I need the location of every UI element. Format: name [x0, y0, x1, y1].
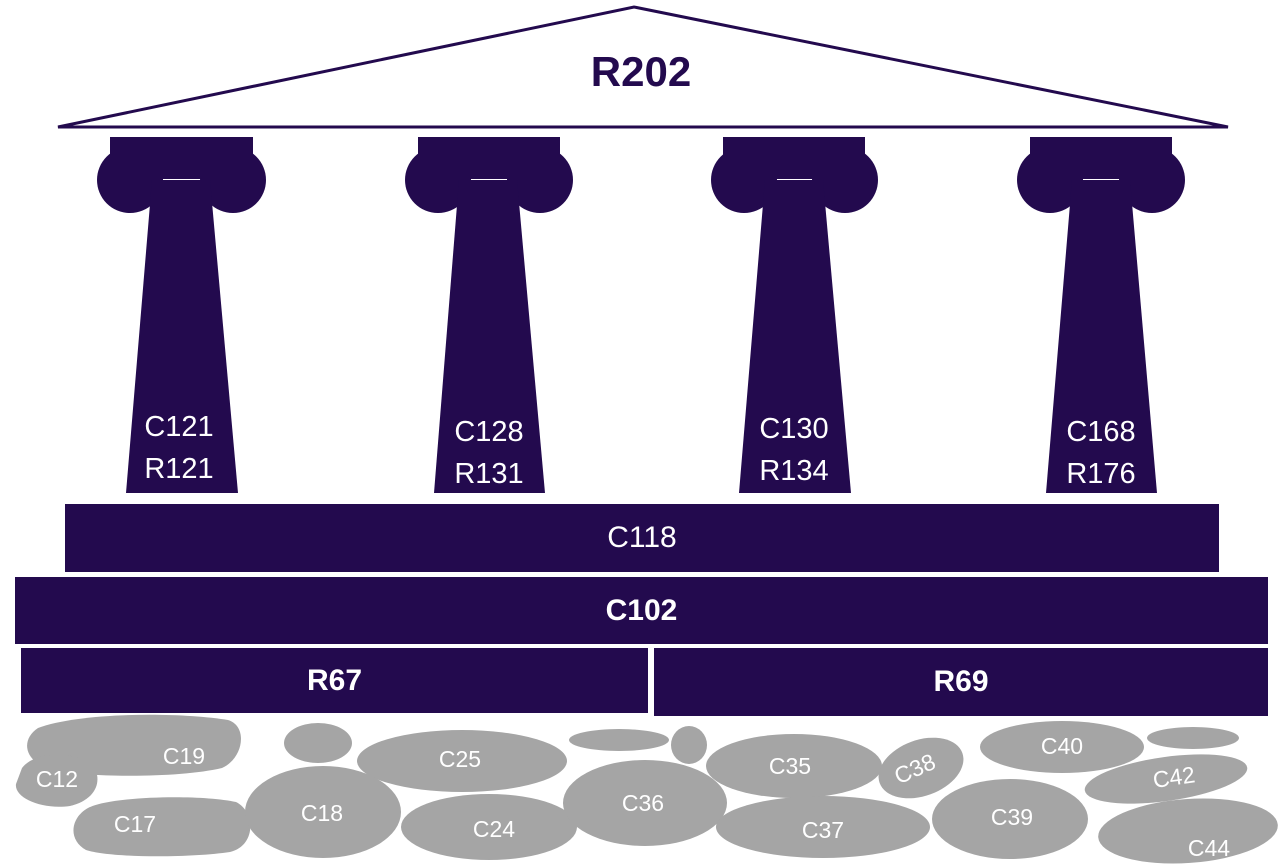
- platform-middle-label: C102: [605, 593, 678, 627]
- roof: [57, 5, 1229, 129]
- stone-c42: [1084, 754, 1248, 804]
- platform-lower-right: R69: [654, 648, 1268, 716]
- pillar-3-top-label: C130: [759, 413, 828, 445]
- stone-c25-label: C25: [439, 746, 481, 772]
- stone-c36: [563, 760, 727, 846]
- stone-c40-label: C40: [1041, 733, 1083, 759]
- pillar-3-capital: [723, 137, 865, 179]
- platform-lower-right-label: R69: [933, 665, 989, 698]
- stone-slab-a: [569, 729, 669, 751]
- pillar-3-bottom-label: R134: [759, 455, 828, 487]
- stone-c35: [706, 734, 882, 798]
- platform-upper: C118: [65, 504, 1219, 572]
- pillar-2-shaft: [434, 180, 545, 493]
- stone-c19-label: C19: [163, 743, 205, 769]
- pillar-4-bottom-label: R176: [1066, 458, 1135, 490]
- pillar-3: C130 R134: [711, 137, 878, 493]
- stone-c42-label: C42: [1151, 761, 1196, 793]
- stone-c17: [73, 797, 251, 857]
- stone-c17-label: C17: [114, 811, 156, 837]
- stone-c37: [716, 796, 930, 858]
- stone-c40: [980, 721, 1144, 773]
- stone-c44: [1098, 798, 1278, 864]
- stone-c12-label: C12: [36, 766, 78, 792]
- pillar-1-bottom-label: R121: [144, 453, 213, 485]
- pillar-4-shaft: [1046, 180, 1157, 493]
- pillar-3-shaft: [739, 180, 851, 493]
- pillar-4-top-label: C168: [1066, 416, 1135, 448]
- pillar-2-bottom-label: R131: [454, 458, 523, 490]
- stone-c12: [15, 754, 98, 807]
- platform-lower-left-label: R67: [306, 663, 363, 697]
- stone-c24: [401, 794, 577, 860]
- pillar-1-shaft: [126, 180, 238, 493]
- stone-c25: [357, 730, 567, 792]
- stone-c44-label: C44: [1188, 835, 1230, 861]
- pillar-2-top-label: C128: [454, 416, 523, 448]
- platform-middle: C102: [15, 577, 1268, 644]
- stone-c18-label: C18: [301, 800, 343, 826]
- stone-c39-label: C39: [991, 804, 1033, 830]
- pillar-1-top-label: C121: [144, 411, 213, 443]
- stone-small-a: [284, 723, 352, 763]
- pillar-2: C128 R131: [405, 137, 573, 493]
- pillar-2-capital: [418, 137, 560, 179]
- stone-c36-label: C36: [622, 790, 664, 816]
- pillar-4-capital: [1030, 137, 1172, 179]
- pillar-1-capital: [110, 137, 253, 179]
- roof-label: R202: [591, 48, 691, 95]
- stone-c35-label: C35: [769, 753, 811, 779]
- stone-c24-label: C24: [473, 816, 515, 842]
- platform-upper-label: C118: [607, 521, 677, 554]
- pillar-4: C168 R176: [1017, 137, 1185, 493]
- platform-lower-left: R67: [21, 648, 648, 713]
- stone-c37-label: C37: [802, 817, 844, 843]
- stone-small-b: [671, 726, 707, 764]
- foundation-stones: [15, 714, 1278, 864]
- stone-slab-b: [1147, 727, 1239, 749]
- stone-c38: [878, 737, 964, 799]
- pillar-1: C121 R121: [97, 137, 266, 493]
- stone-c39: [932, 779, 1088, 859]
- stone-c18: [245, 766, 401, 858]
